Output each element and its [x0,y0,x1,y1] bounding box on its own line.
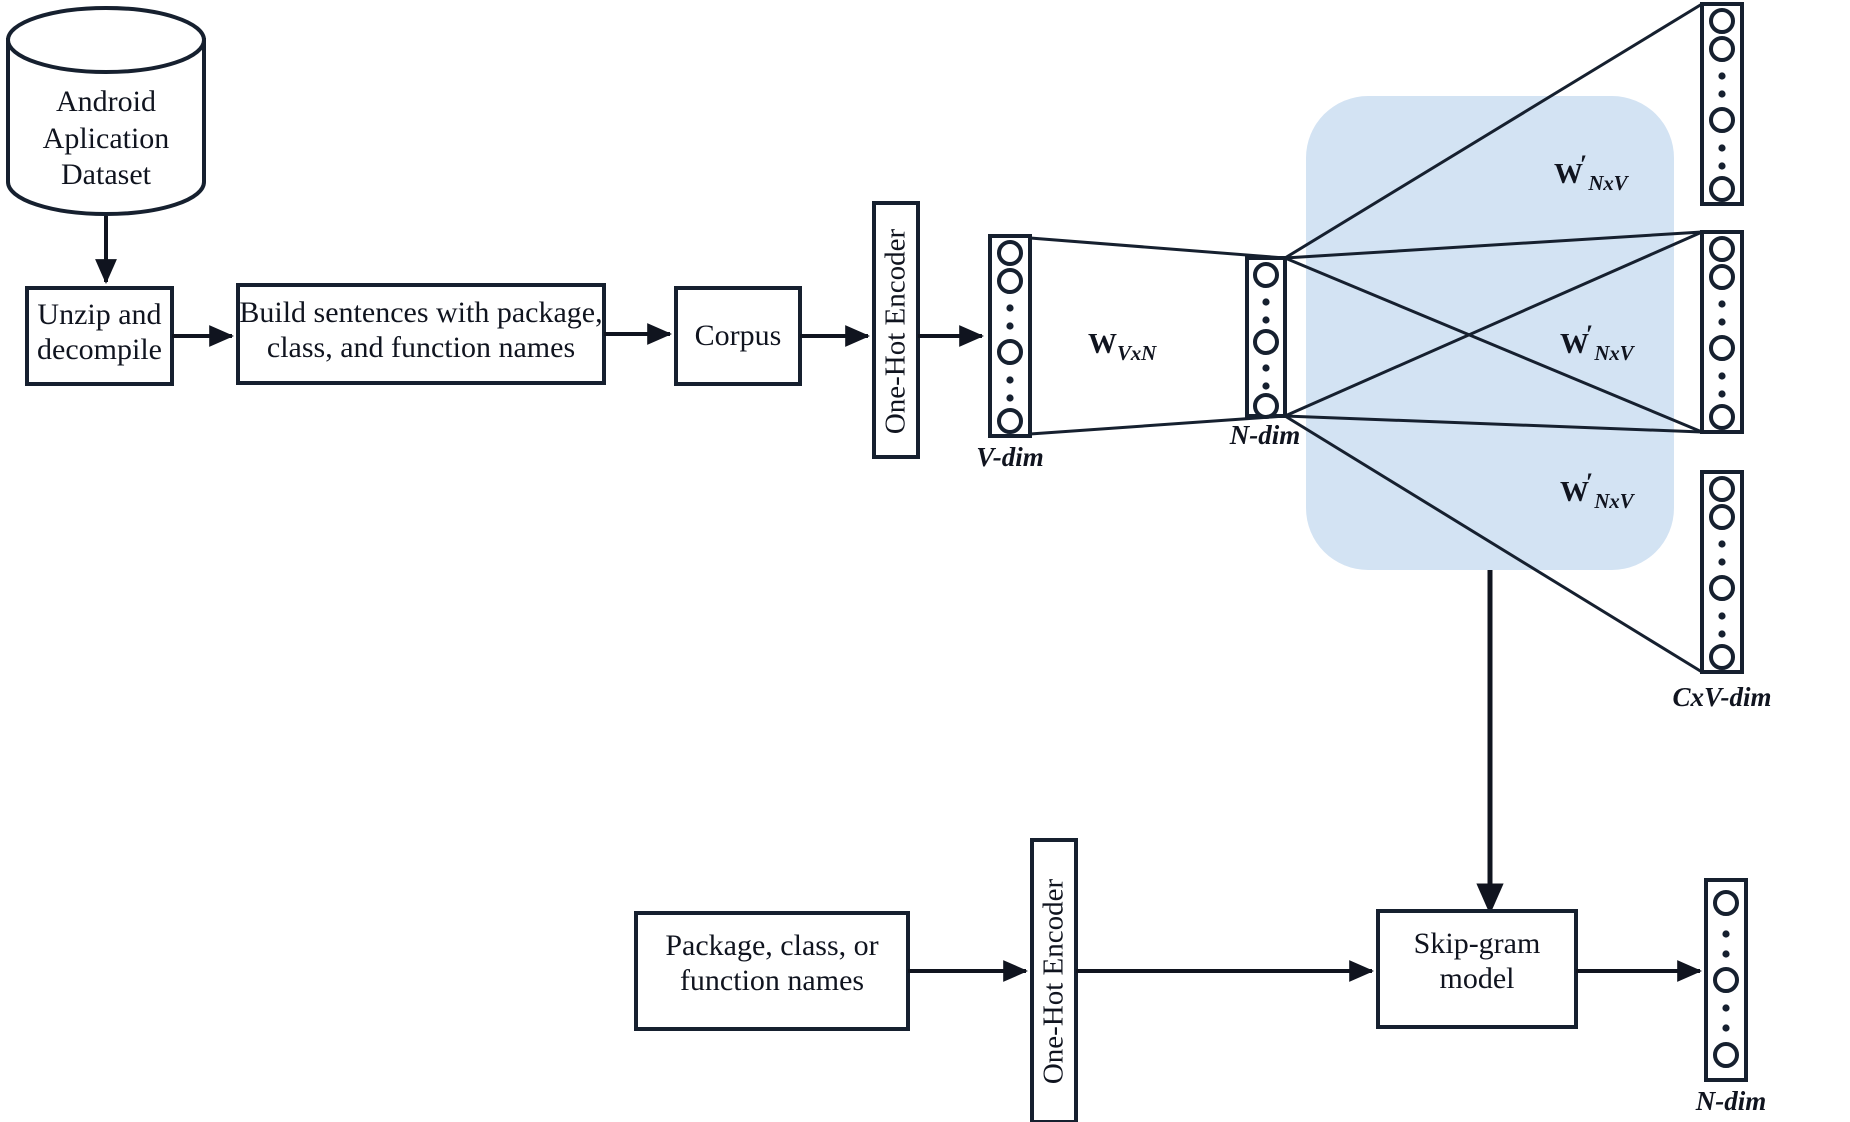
one-hot-encoder-bottom-shape [1030,838,1078,1122]
weight-subscript: NxV [1588,170,1628,195]
weight-hidden-output-3-label: W′NxV [1560,470,1634,513]
output-layers-dim-label: CxV-dim [1672,682,1772,712]
unzip-box-label: Unzip and decompile [37,298,162,367]
weight-hidden-output-1-label: W′NxV [1554,152,1628,195]
one-hot-encoder-top-shape [872,201,920,459]
input-names-box-shape [634,911,910,1031]
weight-symbol: W [1560,328,1589,360]
android-dataset-cylinder [6,6,206,216]
hidden-layer-dim-label: N-dim [1229,420,1301,450]
prime-mark: ′ [1580,150,1587,179]
weight-subscript: VxN [1117,340,1157,365]
build-sentences-box-label: Build sentences with package, class, and… [239,296,603,365]
input-layer-dim-label: V-dim [976,442,1044,472]
corpus-box-shape [674,286,802,386]
build-sentences-box-shape [236,283,606,385]
prime-mark: ′ [1586,468,1593,497]
corpus-box-label: Corpus [694,319,782,352]
output-layer-1-shape [1700,2,1744,206]
weight-symbol: W [1088,328,1117,360]
weight-input-hidden-label: WVxN [1088,330,1156,364]
skipgram-model-box-label: Skip-gram model [1413,927,1541,996]
weight-edges-input-hidden [1029,236,1286,436]
weight-subscript: NxV [1594,340,1634,365]
input-names-box-label: Package, class, or function names [665,929,879,998]
weight-subscript: NxV [1594,488,1634,513]
prime-mark: ′ [1586,320,1593,349]
android-dataset-label: Android Aplication Dataset [42,85,170,192]
skipgram-highlight-region [1306,96,1674,570]
weight-symbol: W [1554,158,1583,190]
unzip-box-shape [25,286,174,386]
weight-edges-hidden-output [1284,2,1703,674]
one-hot-encoder-bottom-label: One-Hot Encoder [1037,878,1070,1085]
weight-hidden-output-2-label: W′NxV [1560,322,1634,365]
one-hot-encoder-top-label: One-Hot Encoder [879,228,912,435]
inference-output-dim-label: N-dim [1695,1086,1767,1116]
weight-symbol: W [1560,476,1589,508]
